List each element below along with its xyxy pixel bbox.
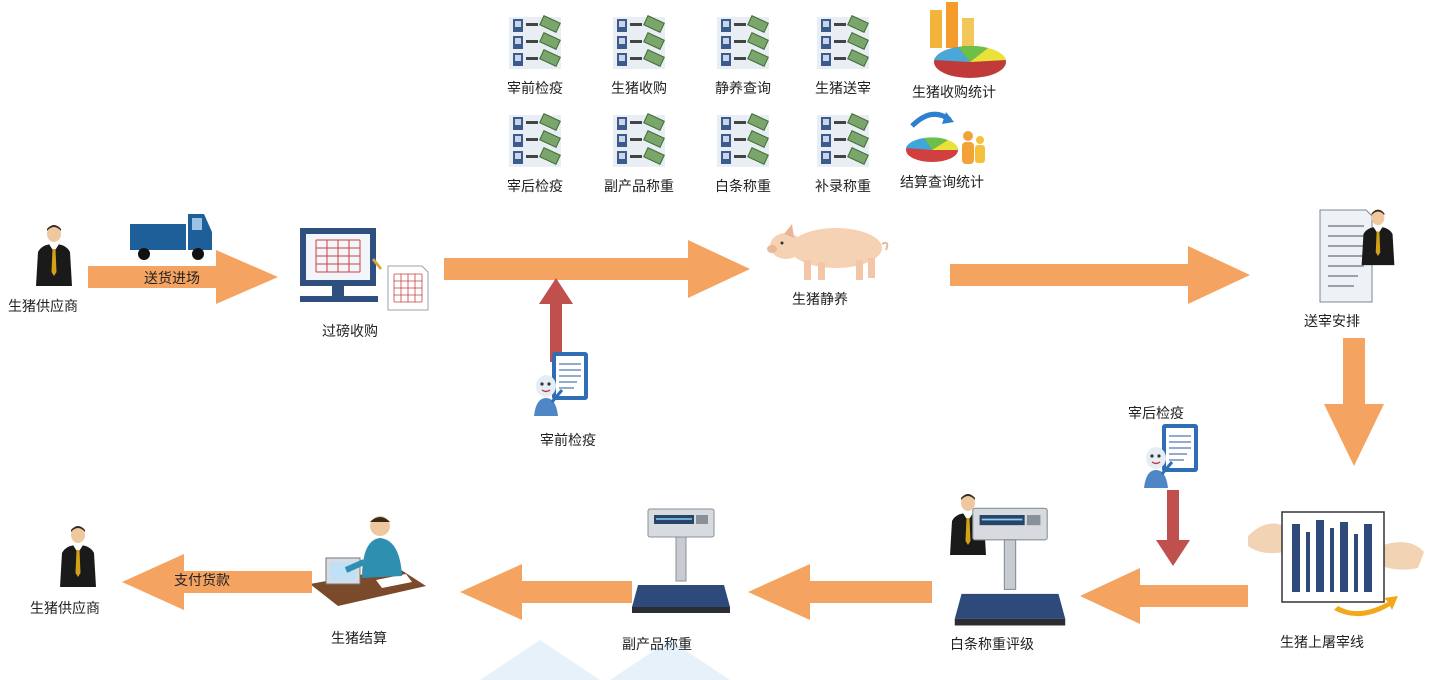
- red-up-arrow: [539, 278, 573, 362]
- flow-arrow: [748, 564, 932, 620]
- document-icon: [611, 10, 667, 76]
- module-supplementary-weighing[interactable]: 补录称重: [808, 108, 878, 196]
- red-down-arrow: [1156, 490, 1190, 566]
- flow-arrow: [122, 554, 312, 610]
- inspector-icon: [532, 350, 592, 416]
- scale-icon: [626, 500, 736, 624]
- weigh-purchase-label: 过磅收购: [322, 324, 378, 340]
- flow-arrow: [950, 246, 1250, 304]
- module-label: 白条称重: [715, 179, 771, 195]
- module-label: 补录称重: [815, 179, 871, 195]
- module-label: 宰后检疫: [507, 179, 563, 195]
- flow-arrow: [444, 240, 750, 298]
- document-icon: [815, 108, 871, 174]
- arrangement-icon: [1319, 209, 1395, 303]
- flow-arrow: [88, 250, 278, 304]
- payment-label: 支付货款: [174, 573, 230, 589]
- chart-icon: [930, 2, 1006, 78]
- computer-icon: [300, 228, 429, 311]
- pig-icon: [767, 224, 889, 280]
- document-icon: [715, 108, 771, 174]
- module-label: 生猪收购统计: [912, 85, 996, 101]
- module-label: 结算查询统计: [900, 175, 984, 191]
- slaughter-line-icon: [1248, 511, 1424, 617]
- module-resting-query[interactable]: 静养查询: [708, 10, 778, 98]
- module-post-slaughter-inspection[interactable]: 宰后检疫: [500, 108, 570, 196]
- document-icon: [815, 10, 871, 76]
- flow-arrow: [460, 564, 632, 620]
- module-label: 副产品称重: [604, 179, 674, 195]
- pre-slaughter-label: 宰前检疫: [540, 433, 596, 449]
- module-pre-slaughter-inspection[interactable]: 宰前检疫: [500, 10, 570, 98]
- flow-arrow: [1324, 338, 1384, 466]
- document-icon: [507, 10, 563, 76]
- supplier-top-label: 生猪供应商: [8, 299, 78, 315]
- byproduct-weigh-label: 副产品称重: [622, 637, 692, 653]
- module-label: 静养查询: [715, 81, 771, 97]
- supplier-person-icon: [56, 520, 100, 590]
- module-send-to-slaughter[interactable]: 生猪送宰: [808, 10, 878, 98]
- module-byproduct-weighing[interactable]: 副产品称重: [604, 108, 674, 196]
- send-slaughter-label: 送宰安排: [1304, 314, 1360, 330]
- resting-label: 生猪静养: [792, 292, 848, 308]
- post-slaughter-label: 宰后检疫: [1128, 406, 1184, 422]
- document-icon: [715, 10, 771, 76]
- module-label: 生猪收购: [611, 81, 667, 97]
- supplier-bottom-label: 生猪供应商: [30, 601, 100, 617]
- supplier-person-icon: [32, 220, 76, 288]
- document-icon: [507, 108, 563, 174]
- settlement-icon: [310, 516, 426, 606]
- module-carcass-weighing[interactable]: 白条称重: [708, 108, 778, 196]
- slaughter-line-label: 生猪上屠宰线: [1280, 635, 1364, 651]
- scale-icon: [948, 506, 1072, 630]
- module-purchase-statistics[interactable]: 生猪收购统计: [912, 0, 1022, 102]
- module-label: 宰前检疫: [507, 81, 563, 97]
- settlement-label: 生猪结算: [331, 631, 387, 647]
- delivery-label: 送货进场: [144, 271, 200, 287]
- inspector-icon: [1142, 422, 1202, 488]
- carcass-weigh-label: 白条称重评级: [950, 637, 1034, 653]
- module-pig-purchase[interactable]: 生猪收购: [604, 10, 674, 98]
- document-icon: [611, 108, 667, 174]
- people-chart-icon: [906, 111, 985, 164]
- flow-arrow: [1080, 568, 1248, 624]
- module-label: 生猪送宰: [815, 81, 871, 97]
- watermark-shape: [480, 640, 730, 680]
- truck-icon: [130, 214, 212, 260]
- module-settlement-statistics[interactable]: 结算查询统计: [900, 106, 1030, 192]
